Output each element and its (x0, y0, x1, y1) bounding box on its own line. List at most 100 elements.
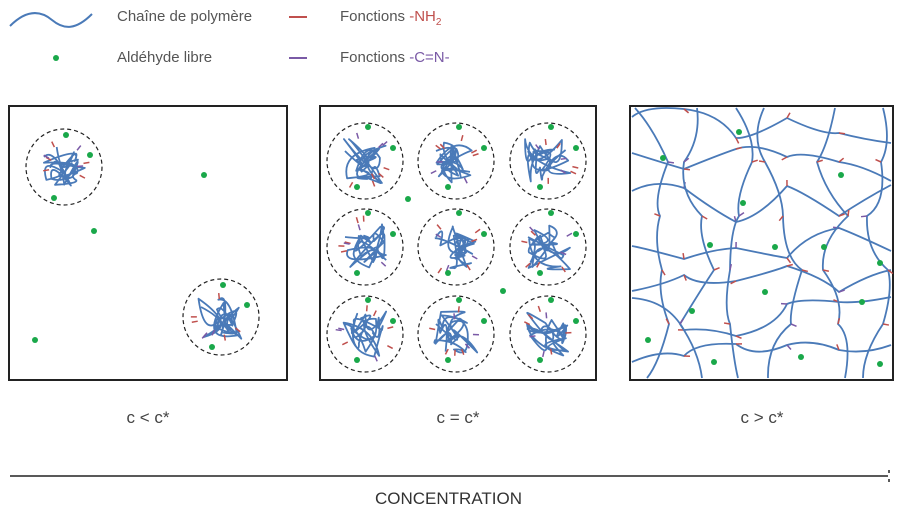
coil-chain (197, 297, 243, 340)
caption-concentrated: c > c* (740, 408, 784, 427)
nh2-group (371, 180, 376, 187)
nh2-group (387, 345, 394, 350)
legend-nh2-prefix: Fonctions (340, 8, 410, 25)
aldehyde-dot (689, 308, 695, 314)
aldehyde-dot (772, 244, 778, 250)
cn-group (535, 144, 540, 150)
nh2-group (801, 269, 809, 273)
nh2-group (466, 264, 471, 271)
aldehyde-dot (390, 318, 396, 324)
panel-concentrated-frame (629, 105, 894, 381)
cn-group (356, 132, 360, 139)
nh2-group (460, 348, 465, 356)
nh2-group (341, 341, 349, 346)
polymer-network (631, 107, 894, 379)
cn-group (738, 212, 745, 217)
nh2-group (570, 170, 577, 175)
aldehyde-dot (445, 184, 451, 190)
cn-group (860, 215, 868, 218)
cn-group (201, 333, 207, 339)
cn-group (382, 141, 388, 147)
aldehyde-dot (877, 260, 883, 266)
coil-boundary (326, 122, 404, 200)
cn-group (211, 329, 216, 336)
nh2-group (429, 327, 436, 331)
nh2-group (372, 310, 377, 317)
aldehyde-dot (707, 242, 713, 248)
coil-boundary (326, 208, 404, 286)
nh2-group (847, 209, 850, 217)
legend-nh2-label: Fonctions -NH2 (340, 8, 441, 28)
aldehyde-dot (390, 145, 396, 151)
nh2-group (838, 157, 845, 163)
nh2-group (524, 321, 531, 326)
legend-chain-glyph (9, 12, 93, 28)
coil-boundary (182, 278, 260, 356)
aldehyde-dot (798, 354, 804, 360)
aldehyde-dot (365, 210, 371, 216)
nh2-group (344, 241, 351, 245)
legend-cn-prefix: Fonctions (340, 49, 410, 66)
caption-critical: c = c* (436, 408, 480, 427)
aldehyde-dot (660, 155, 666, 161)
aldehyde-dot (445, 270, 451, 276)
aldehyde-dot (537, 270, 543, 276)
nh2-group (235, 327, 241, 333)
nh2-group (836, 344, 840, 351)
aldehyde-dot (573, 231, 579, 237)
aldehyde-dot (859, 299, 865, 305)
nh2-group (43, 168, 50, 172)
nh2-group (435, 144, 441, 150)
cn-group (343, 242, 350, 245)
nh2-group (521, 240, 528, 244)
cn-group (838, 289, 845, 293)
nh2-group (713, 267, 720, 271)
cn-group (453, 313, 456, 320)
aldehyde-dot (711, 359, 717, 365)
network-chain (631, 146, 892, 182)
cn-group (542, 350, 545, 358)
aldehyde-dot (365, 297, 371, 303)
cn-group (560, 169, 566, 175)
coil-boundary (417, 295, 495, 373)
nh2-group (387, 326, 394, 330)
aldehyde-dot (51, 195, 57, 201)
aldehyde-dot (32, 337, 38, 343)
cn-group (43, 154, 50, 159)
nh2-group (223, 334, 227, 341)
nh2-group (572, 165, 579, 169)
coil-boundary (417, 208, 495, 286)
network-chain (816, 107, 850, 379)
network-chain (678, 107, 716, 379)
aldehyde-dot (456, 124, 462, 130)
coil-boundary (326, 295, 404, 373)
nh2-group (786, 112, 791, 119)
aldehyde-dot (500, 288, 506, 294)
panel-dilute-frame (8, 105, 288, 381)
legend-aldehyde-label: Aldéhyde libre (117, 49, 213, 66)
nh2-group (758, 160, 766, 163)
polymer-coils (25, 122, 587, 373)
legend-aldehyde-glyph (53, 55, 59, 61)
aldehyde-dot (537, 357, 543, 363)
cn-group (435, 233, 442, 238)
aldehyde-dot (365, 124, 371, 130)
aldehyde-dot (877, 361, 883, 367)
nh2-group (437, 267, 443, 274)
aldehyde-dot (456, 210, 462, 216)
coil-chain (434, 225, 477, 270)
cn-group (683, 157, 690, 163)
nh2-group (683, 274, 687, 281)
cn-group (76, 145, 82, 151)
nh2-group (887, 269, 894, 275)
aldehyde-dot (244, 302, 250, 308)
nh2-group (882, 323, 890, 326)
nh2-group (781, 156, 788, 161)
nh2-group (561, 266, 566, 273)
nh2-group (537, 305, 542, 312)
nh2-group (735, 137, 740, 144)
nh2-group (838, 213, 845, 217)
aldehyde-dot (481, 145, 487, 151)
coil-chain (43, 146, 86, 187)
cn-group (560, 251, 567, 256)
